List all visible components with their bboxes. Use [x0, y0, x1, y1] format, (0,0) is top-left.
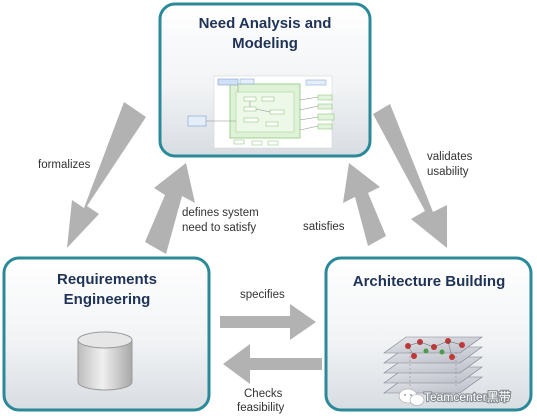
satisfies-label: satisfies [303, 221, 345, 233]
validates-label-line2: usability [427, 166, 469, 178]
architecture-layers-illustration [383, 336, 483, 394]
requirements-title-line1: Requirements [57, 271, 157, 288]
database-icon [77, 331, 133, 391]
specifies-arrow [220, 304, 316, 340]
watermark: Teamcenter黑带 [398, 388, 512, 406]
formalizes-arrow [67, 102, 146, 248]
watermark-text: Teamcenter黑带 [424, 390, 511, 404]
defines-system-arrow [145, 163, 195, 254]
checks-label-line2: feasibility [237, 402, 285, 414]
specifies-label: specifies [240, 289, 285, 301]
defines-system-label-line2: need to satisfy [182, 222, 256, 234]
defines-system-label-line1: defines system [182, 207, 259, 219]
wechat-logo-icon [398, 388, 425, 406]
checks-feasibility-arrow [223, 344, 322, 384]
validates-usability-arrow [373, 104, 447, 248]
architecture-box: Architecture Building [324, 256, 533, 412]
requirements-box: Requirements Engineering [2, 256, 211, 412]
validates-label-line1: validates [427, 151, 473, 163]
need-analysis-title-line1: Need Analysis and [199, 15, 332, 32]
need-analysis-title-line2: Modeling [232, 35, 298, 52]
arrows [67, 102, 447, 384]
satisfies-arrow [343, 163, 386, 246]
model-diagram-thumbnail [187, 75, 335, 149]
architecture-title: Architecture Building [353, 273, 506, 290]
requirements-title-line2: Engineering [64, 291, 151, 308]
formalizes-label: formalizes [38, 159, 91, 171]
need-analysis-box: Need Analysis and Modeling [158, 2, 372, 158]
checks-label-line1: Checks [244, 388, 283, 400]
layer-nodes [405, 338, 465, 388]
